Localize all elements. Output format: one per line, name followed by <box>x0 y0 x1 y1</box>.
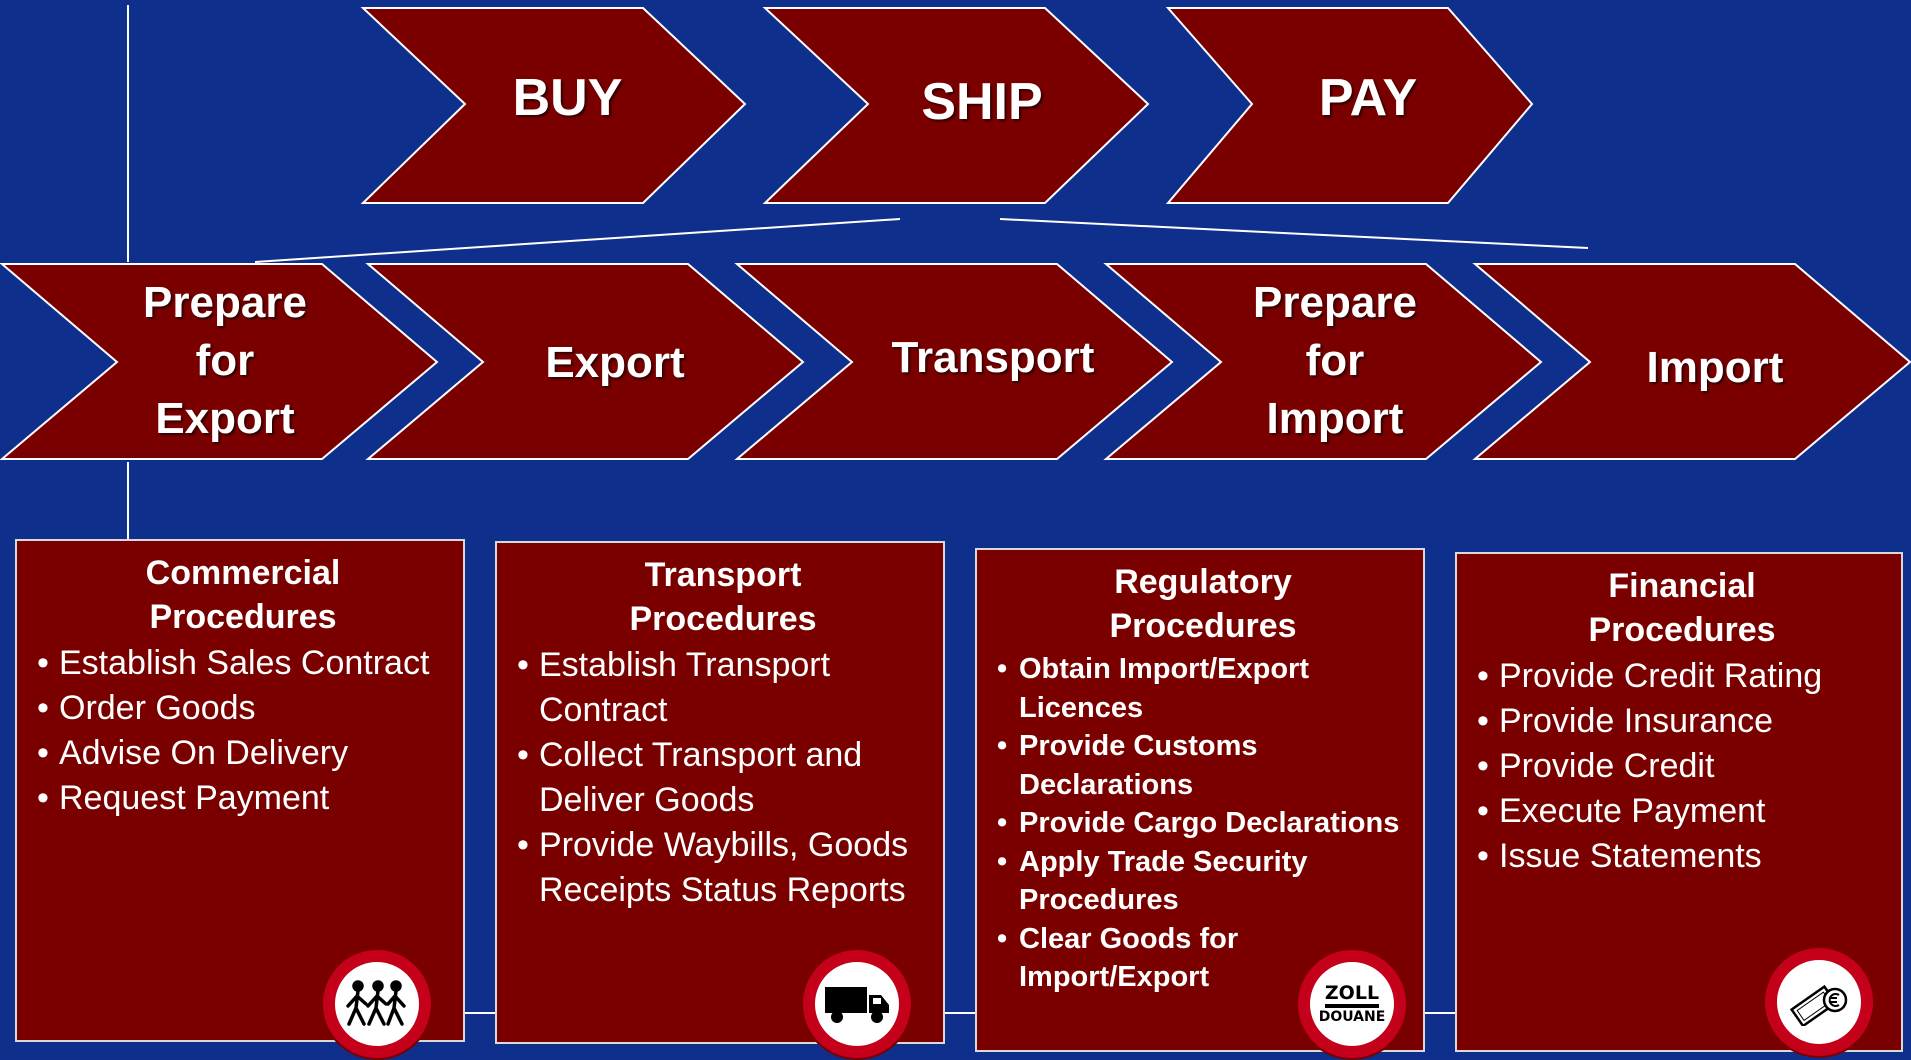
connector-line <box>999 218 1589 249</box>
banknote-coin-icon <box>1789 984 1848 1026</box>
list-item: Provide Cargo Declarations <box>997 804 1409 843</box>
chevron-buy <box>360 7 747 204</box>
box-title: Financial Procedures <box>1588 567 1776 649</box>
procedure-list: Establish Transport Contract Collect Tra… <box>517 643 929 913</box>
list-item: Provide Credit Rating <box>1477 654 1887 699</box>
list-item: Provide Waybills, Goods Receipts Status … <box>517 823 929 913</box>
customs-sign-text: ZOLL DOUANE <box>1319 983 1386 1026</box>
phase-label-transport: Transport <box>891 333 1095 382</box>
list-item: Establish Sales Contract <box>37 641 449 686</box>
chevron-transport <box>734 263 1174 460</box>
chevron-import <box>1472 263 1911 460</box>
phase-label-prepare-export: Prepare for Export <box>143 278 307 443</box>
list-item: Provide Credit <box>1477 744 1887 789</box>
procedure-list: Obtain Import/Export Licences Provide Cu… <box>997 650 1409 997</box>
list-item: Advise On Delivery <box>37 731 449 776</box>
list-item: Establish Transport Contract <box>517 643 929 733</box>
list-item: Order Goods <box>37 686 449 731</box>
list-item: Provide Insurance <box>1477 699 1887 744</box>
truck-sign-icon <box>803 950 911 1058</box>
pedestrians-icon <box>346 980 406 1026</box>
list-item: Issue Statements <box>1477 834 1887 879</box>
list-item: Apply Trade Security Procedures <box>997 843 1409 920</box>
procedure-list: Provide Credit Rating Provide Insurance … <box>1477 654 1887 879</box>
box-title: Commercial Procedures <box>145 554 341 636</box>
chevron-pay <box>1165 7 1534 204</box>
customs-sign-line2: DOUANE <box>1318 1008 1386 1025</box>
chevron-export <box>365 263 805 460</box>
list-item: Collect Transport and Deliver Goods <box>517 733 929 823</box>
commercial-procedures-box: Commercial Procedures Establish Sales Co… <box>15 539 465 1042</box>
list-item: Request Payment <box>37 776 449 821</box>
phase-label-prepare-import: Prepare for Import <box>1253 278 1417 443</box>
customs-sign-line1: ZOLL <box>1324 983 1380 1008</box>
list-item: Provide Customs Declarations <box>997 727 1409 804</box>
chevron-prepare-export <box>0 263 439 460</box>
step-label-buy: BUY <box>512 69 623 127</box>
box-title: Transport Procedures <box>629 556 817 638</box>
list-item: Clear Goods for Import/Export <box>997 920 1409 997</box>
phase-label-import: Import <box>1646 343 1784 392</box>
customs-sign-icon: ZOLL DOUANE <box>1298 950 1406 1058</box>
list-item: Execute Payment <box>1477 789 1887 834</box>
truck-icon <box>825 987 889 1023</box>
step-label-ship: SHIP <box>921 73 1043 131</box>
box-title: Regulatory Procedures <box>1109 563 1297 645</box>
phase-label-export: Export <box>545 338 685 387</box>
step-label-pay: PAY <box>1318 69 1418 127</box>
list-item: Obtain Import/Export Licences <box>997 650 1409 727</box>
connector-line <box>254 218 901 263</box>
pedestrians-sign-icon <box>323 950 431 1058</box>
payment-sign-icon <box>1765 948 1873 1056</box>
chevron-ship <box>762 7 1150 204</box>
procedure-list: Establish Sales Contract Order Goods Adv… <box>37 641 449 821</box>
chevron-prepare-import <box>1103 263 1543 460</box>
